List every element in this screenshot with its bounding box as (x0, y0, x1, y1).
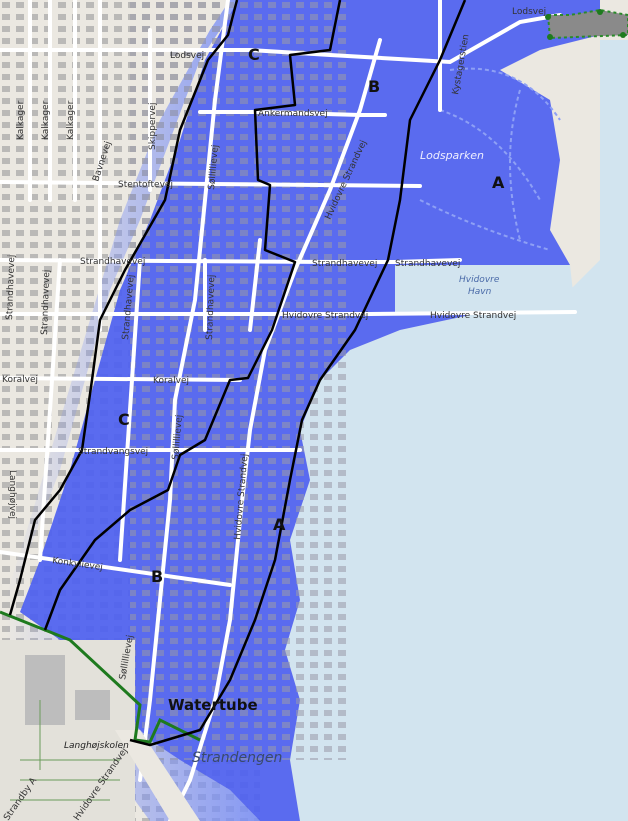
zone-boundaries (8, 0, 467, 747)
park-paths (419, 67, 561, 251)
street-kalkager-3: Kalkager (66, 100, 76, 140)
street-lodsvej-east: Lodsvej (512, 7, 546, 17)
watertube-ne (546, 8, 628, 40)
street-strandvangsvej: Strandvangsvej (78, 447, 148, 457)
street-hvidovre-strandvej-mid: Hvidovre Strandvej (282, 311, 368, 321)
street-soelillievej-mid: Søllillievej (171, 414, 185, 460)
zone-b-south: B (151, 567, 163, 586)
street-koralvej-west: Koralvej (2, 375, 38, 385)
zone-a-north: A (492, 173, 505, 192)
street-strandhavevej-v4: Strandhavevej (205, 274, 217, 340)
street-stentoftevej: Stentoftevej (118, 180, 173, 190)
zone-labels: A A B B C C (118, 45, 505, 586)
street-strandhavevej-v2: Strandhavevej (40, 269, 52, 335)
street-strandhavevej-v1: Strandhavevej (5, 254, 17, 320)
street-soelillievej-north: Søllillievej (207, 144, 221, 190)
street-strandhavevej-mid: Strandhavevej (312, 259, 377, 269)
street-ankermandsvej: Ankermandsvej (258, 109, 328, 119)
zone-c-south: C (118, 410, 130, 429)
place-labels: Lodsparken Hvidovre Havn Langhøjskolen S… (64, 149, 500, 766)
street-skippervej: Skippervej (148, 103, 158, 150)
zone-c-north: C (248, 45, 260, 64)
place-hvidovre: Hvidovre (459, 275, 500, 285)
street-langhojvej: Langhøjvej (7, 470, 17, 519)
place-strandengen: Strandengen (192, 750, 282, 766)
place-havn: Havn (468, 287, 492, 297)
sea (285, 40, 628, 821)
street-kalkager-1: Kalkager (16, 100, 26, 140)
street-lodsvej-west: Lodsvej (170, 51, 204, 61)
street-hvidovre-strandvej-east: Hvidovre Strandvej (430, 311, 516, 321)
place-langhojskolen: Langhøjskolen (64, 741, 129, 751)
street-koralvej-mid: Koralvej (153, 376, 189, 386)
street-strandhavevej-east: Strandhavevej (395, 259, 460, 269)
school-area (0, 640, 200, 821)
zone-b-north: B (368, 77, 380, 96)
street-strandhavevej-west: Strandhavevej (80, 257, 145, 267)
watertube-label: Watertube (168, 696, 258, 714)
place-lodsparken: Lodsparken (420, 149, 484, 162)
street-kalkager-2: Kalkager (41, 100, 51, 140)
watertube-ne-vertices (545, 9, 626, 40)
harbour-basin (395, 265, 575, 312)
zone-a-south: A (273, 515, 286, 534)
roads (0, 0, 577, 821)
